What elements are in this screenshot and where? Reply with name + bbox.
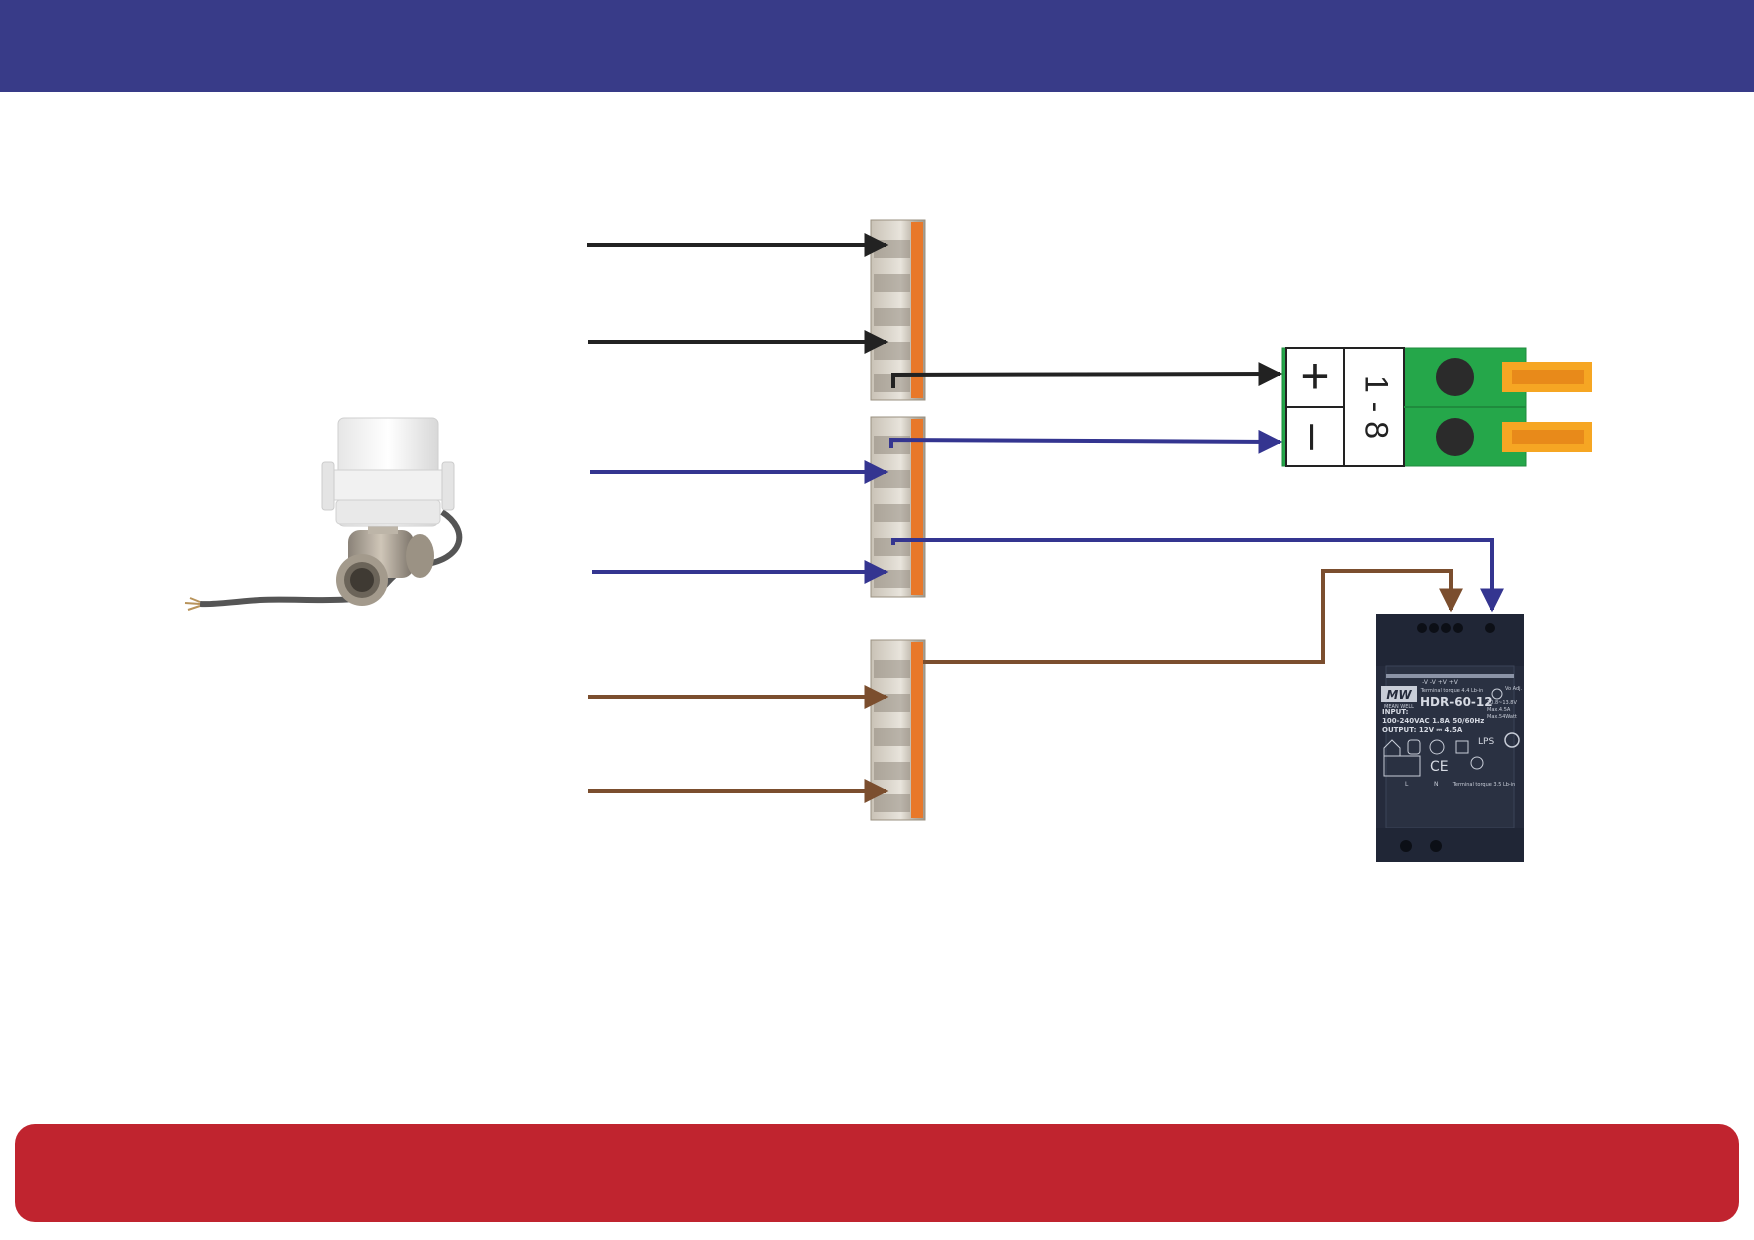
screw-bottom-icon xyxy=(1436,418,1474,456)
rating-badge-icon xyxy=(1504,732,1520,748)
motorized-ball-valve-icon xyxy=(184,417,463,611)
terminal-channel-label: 1 - 8 xyxy=(1359,375,1395,439)
psu-model: HDR-60-12 xyxy=(1420,695,1493,709)
psu-torque-bottom: Terminal torque 3.5 Lb-in xyxy=(1452,782,1516,788)
psu-brand-logo xyxy=(1381,686,1417,702)
header-bar xyxy=(0,0,1754,92)
blue-to-psu-wire xyxy=(891,538,1504,613)
psu-top-label: -V -V +V +V xyxy=(1422,679,1459,686)
psu-terminal-n: N xyxy=(1434,781,1439,788)
psu-spec-right-3: Max.54Watt xyxy=(1487,714,1517,720)
screw-terminal-block-icon: + – 1 - 8 xyxy=(1281,347,1592,467)
din-rail-power-supply-icon: -V -V +V +V MW MEAN WELL Terminal torque… xyxy=(1376,614,1524,862)
psu-input-label: INPUT: xyxy=(1382,708,1409,716)
psu-input-value: 100-240VAC 1.8A 50/60Hz xyxy=(1382,717,1484,725)
psu-torque-top: Terminal torque 4.4 Lb-in xyxy=(1420,688,1484,694)
warning-label-icon xyxy=(1383,755,1421,777)
psu-ce: CE xyxy=(1430,759,1449,775)
psu-lps: LPS xyxy=(1478,737,1494,747)
terminal-minus-label: – xyxy=(1290,424,1342,450)
ul-mark-icon xyxy=(1470,756,1484,770)
psu-brand-sub: MEAN WELL xyxy=(1384,704,1414,710)
home-icon xyxy=(1383,739,1401,757)
input-wires xyxy=(587,233,889,803)
vo-adj-knob-icon xyxy=(1491,688,1503,700)
brown-to-psu-wire xyxy=(923,569,1463,664)
double-insulation-icon xyxy=(1455,740,1469,754)
black-to-plus-wire xyxy=(891,362,1283,388)
svg-text:MW: MW xyxy=(1386,688,1412,702)
screw-top-icon xyxy=(1436,358,1474,396)
psu-terminal-l: L xyxy=(1405,781,1409,788)
shield-icon xyxy=(1407,739,1421,755)
psu-output-value: OUTPUT: 12V ⎓ 4.5A xyxy=(1382,726,1463,734)
psu-vo-adj: Vo Adj. xyxy=(1505,686,1523,692)
psu-spec-right-2: Max.4.5A xyxy=(1487,707,1511,713)
compliance-icon xyxy=(1429,739,1445,755)
blue-to-minus-wire xyxy=(889,429,1283,454)
terminal-plus-label: + xyxy=(1300,348,1329,404)
footer-bar xyxy=(15,1124,1739,1222)
psu-spec-right-1: 10.8~13.8V xyxy=(1487,700,1517,706)
output-wires xyxy=(889,362,1504,664)
